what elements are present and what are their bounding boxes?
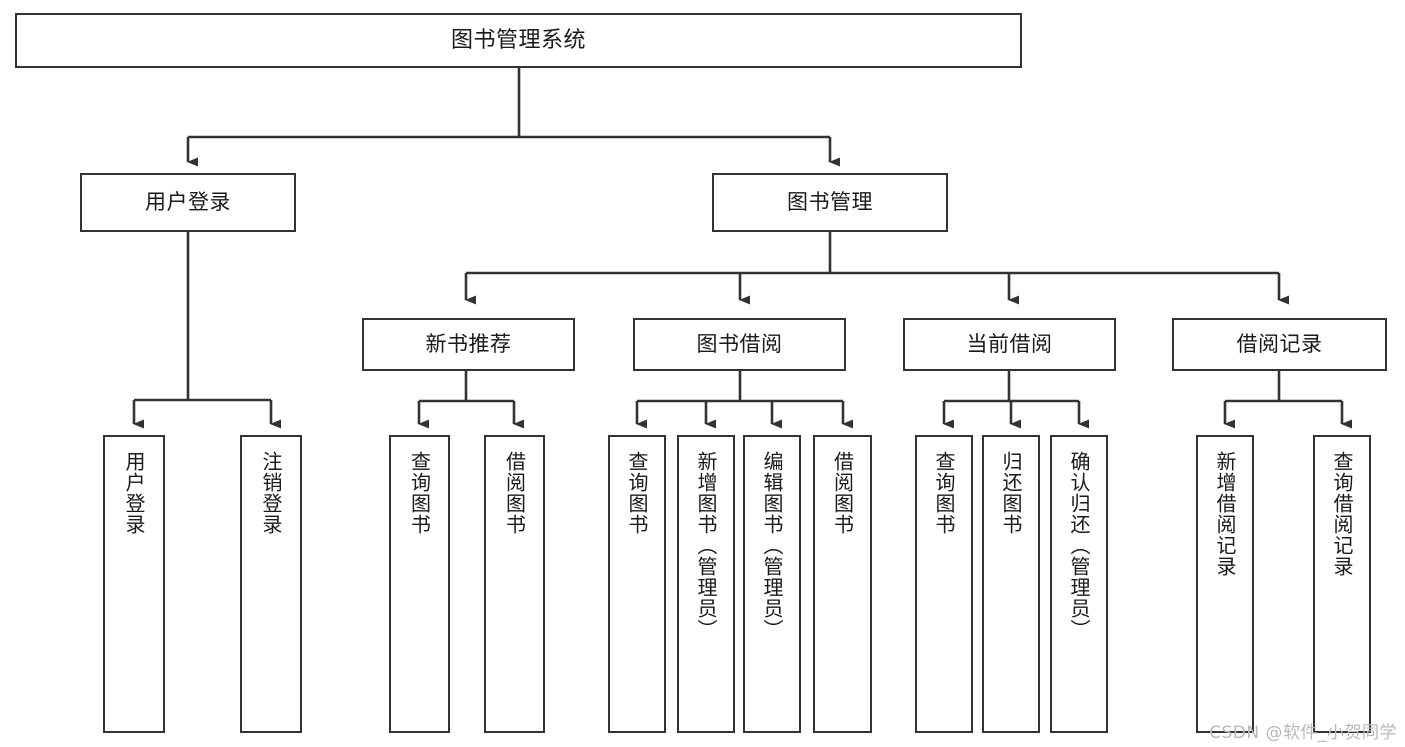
node-current-borrow[interactable]: 当前借阅: [903, 318, 1116, 371]
node-borrow-record-label: 借阅记录: [1236, 332, 1323, 357]
node-user-login-label: 用户登录: [145, 190, 231, 215]
leaf-logout-label: 注销登录: [259, 451, 283, 535]
node-root[interactable]: 图书管理系统: [15, 13, 1022, 68]
node-user-login[interactable]: 用户登录: [80, 173, 296, 232]
leaf-confirm-return-label: 确认归还（管理员）: [1067, 451, 1091, 640]
node-root-label: 图书管理系统: [450, 27, 586, 53]
leaf-borrow-book-2-label: 借阅图书: [830, 451, 855, 535]
leaf-query-book-3[interactable]: 查询图书: [915, 435, 973, 733]
node-book-borrow[interactable]: 图书借阅: [633, 318, 846, 371]
leaf-edit-book[interactable]: 编辑图书（管理员）: [743, 435, 801, 733]
leaf-query-borrow-record-label: 查询借阅记录: [1330, 451, 1354, 577]
leaf-query-book-2[interactable]: 查询图书: [608, 435, 666, 733]
node-new-book-recommendation[interactable]: 新书推荐: [362, 318, 575, 371]
node-book-management[interactable]: 图书管理: [712, 173, 948, 232]
leaf-confirm-return[interactable]: 确认归还（管理员）: [1050, 435, 1108, 733]
leaf-user-login-label: 用户登录: [122, 451, 146, 535]
node-book-management-label: 图书管理: [787, 190, 873, 215]
leaf-query-book-1[interactable]: 查询图书: [389, 435, 450, 733]
leaf-borrow-book-2[interactable]: 借阅图书: [813, 435, 872, 733]
leaf-edit-book-label: 编辑图书（管理员）: [760, 451, 784, 640]
leaf-borrow-book-1-label: 借阅图书: [502, 451, 527, 535]
leaf-query-book-1-label: 查询图书: [407, 451, 432, 535]
node-current-borrow-label: 当前借阅: [966, 332, 1053, 357]
leaf-return-book[interactable]: 归还图书: [982, 435, 1040, 733]
watermark: CSDN @软件_小贺同学: [1209, 723, 1397, 743]
leaf-query-book-3-label: 查询图书: [932, 451, 956, 535]
leaf-borrow-book-1[interactable]: 借阅图书: [484, 435, 545, 733]
leaf-add-book[interactable]: 新增图书（管理员）: [677, 435, 735, 733]
leaf-return-book-label: 归还图书: [999, 451, 1023, 535]
leaf-logout[interactable]: 注销登录: [240, 435, 302, 733]
node-borrow-record[interactable]: 借阅记录: [1172, 318, 1387, 371]
leaf-add-book-label: 新增图书（管理员）: [694, 451, 718, 640]
leaf-query-book-2-label: 查询图书: [625, 451, 649, 535]
node-book-borrow-label: 图书借阅: [696, 332, 783, 357]
leaf-user-login[interactable]: 用户登录: [103, 435, 165, 733]
leaf-add-borrow-record[interactable]: 新增借阅记录: [1196, 435, 1254, 733]
node-new-book-recommendation-label: 新书推荐: [425, 332, 512, 357]
leaf-add-borrow-record-label: 新增借阅记录: [1213, 451, 1237, 577]
leaf-query-borrow-record[interactable]: 查询借阅记录: [1313, 435, 1371, 733]
